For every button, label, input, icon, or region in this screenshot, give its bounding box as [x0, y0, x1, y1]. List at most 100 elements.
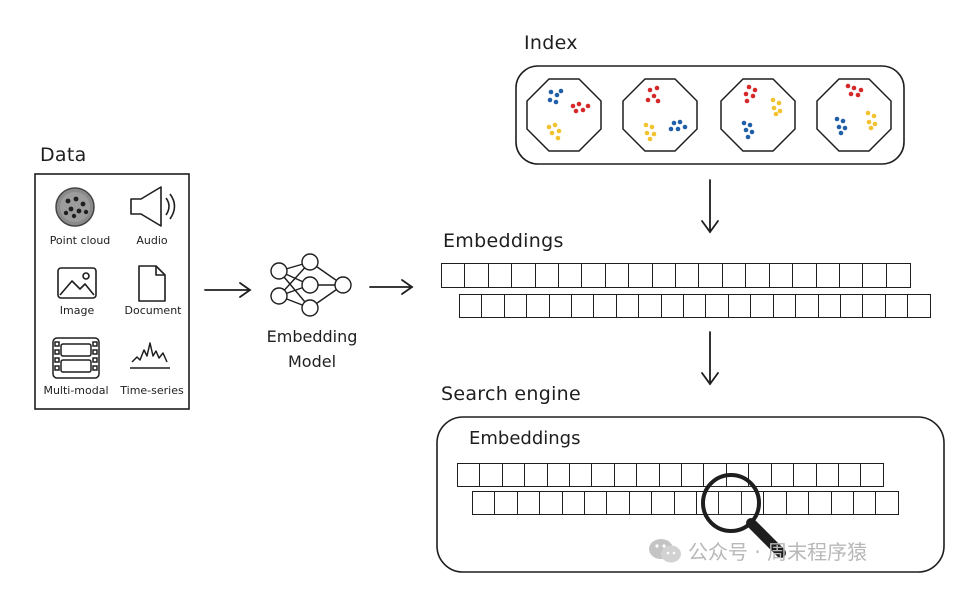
embedding-cell — [593, 294, 618, 318]
image-icon — [57, 267, 97, 299]
embedding-cell — [885, 263, 911, 288]
embedding-cell — [808, 491, 833, 515]
embedding-cell — [604, 263, 630, 288]
embedding-cell — [681, 463, 706, 487]
embedding-cell — [875, 491, 900, 515]
embedding-cell — [763, 491, 788, 515]
search-engine-embeddings-title: Embeddings — [469, 428, 581, 449]
embedding-cell — [457, 463, 481, 487]
embedding-cell — [740, 491, 765, 515]
embedding-cell — [472, 491, 496, 515]
model-label-line1: Embedding — [266, 327, 358, 346]
audio-icon — [130, 186, 176, 227]
embedding-cell — [721, 263, 747, 288]
embedding-cell — [539, 491, 564, 515]
embedding-cell — [548, 294, 573, 318]
embedding-cell — [524, 463, 549, 487]
document-icon — [138, 265, 166, 302]
embedding-cell — [581, 263, 607, 288]
neural-network-icon — [270, 253, 352, 317]
index-cluster — [816, 78, 892, 152]
embedding-cell — [768, 263, 794, 288]
embedding-cell — [481, 294, 506, 318]
embeddings-title: Embeddings — [443, 230, 564, 252]
embedding-cell — [839, 294, 864, 318]
embedding-cell — [561, 491, 586, 515]
embedding-cell — [785, 491, 810, 515]
embedding-cell — [862, 294, 887, 318]
embedding-cell — [503, 294, 528, 318]
embedding-cell — [745, 263, 771, 288]
embedding-cell — [696, 491, 721, 515]
embedding-cell — [516, 491, 541, 515]
embedding-cell — [748, 463, 773, 487]
embedding-cell — [591, 463, 616, 487]
search-embeddings-row-2 — [472, 491, 900, 515]
arrow-index-to-embeddings — [701, 179, 719, 234]
data-item-label: Document — [124, 304, 182, 317]
embedding-cell — [698, 263, 724, 288]
embedding-cell — [705, 294, 730, 318]
data-item-label: Time-series — [120, 384, 184, 397]
embedding-cell — [830, 491, 855, 515]
embedding-cell — [660, 294, 685, 318]
index-cluster — [526, 78, 602, 152]
watermark-text: 公众号 · 周末程序猿 — [688, 540, 868, 564]
embedding-cell — [613, 463, 638, 487]
search-engine-box — [436, 416, 945, 573]
embedding-cell — [770, 463, 795, 487]
embedding-cell — [725, 463, 750, 487]
embedding-cell — [526, 294, 551, 318]
embedding-cell — [441, 263, 466, 288]
embedding-cell — [862, 263, 888, 288]
data-panel-title: Data — [40, 144, 87, 166]
embedding-cell — [501, 463, 526, 487]
point-cloud-icon — [55, 187, 95, 227]
embedding-cell — [571, 294, 596, 318]
embedding-cell — [651, 491, 676, 515]
embedding-cell — [907, 294, 932, 318]
model-label-line2: Model — [287, 352, 337, 371]
data-panel-box — [34, 173, 190, 410]
embedding-cell — [792, 263, 818, 288]
multi-modal-icon — [52, 337, 100, 379]
arrow-model-to-embeddings — [369, 279, 414, 295]
embedding-cell — [487, 263, 513, 288]
search-engine-title: Search engine — [441, 383, 582, 405]
embedding-cell — [860, 463, 885, 487]
embedding-cell — [464, 263, 490, 288]
arrow-embeddings-to-search — [701, 331, 719, 386]
embedding-cell — [884, 294, 909, 318]
data-item-label: Audio — [136, 234, 168, 247]
watermark: 公众号 · 周末程序猿 — [648, 536, 867, 565]
embedding-cell — [459, 294, 483, 318]
embedding-cell — [838, 263, 864, 288]
embedding-cell — [651, 263, 677, 288]
index-title: Index — [524, 32, 578, 54]
embedding-cell — [558, 263, 584, 288]
embedding-cell — [658, 463, 683, 487]
time-series-icon — [130, 342, 170, 369]
embedding-cell — [606, 491, 631, 515]
embedding-cell — [750, 294, 775, 318]
embedding-cell — [793, 463, 818, 487]
embedding-cell — [584, 491, 609, 515]
embedding-cell — [638, 294, 663, 318]
embedding-cell — [815, 263, 841, 288]
embedding-cell — [615, 294, 640, 318]
embedding-cell — [628, 263, 654, 288]
embedding-cell — [546, 463, 571, 487]
embedding-cell — [673, 491, 698, 515]
embedding-cell — [628, 491, 653, 515]
embeddings-row-1 — [441, 263, 911, 288]
embedding-cell — [817, 294, 842, 318]
index-cluster — [622, 78, 698, 152]
index-cluster — [720, 78, 796, 152]
data-item-label: Image — [59, 304, 95, 317]
embedding-cell — [569, 463, 594, 487]
embedding-cell — [815, 463, 840, 487]
search-embeddings-row-1 — [457, 463, 885, 487]
embedding-cell — [511, 263, 537, 288]
embedding-cell — [534, 263, 560, 288]
